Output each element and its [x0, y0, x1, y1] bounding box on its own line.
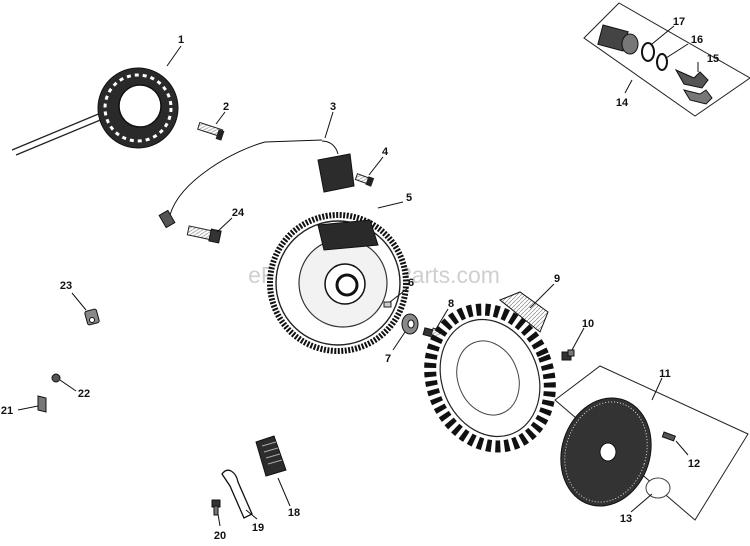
keys: [674, 68, 713, 105]
screw-10: [561, 349, 575, 361]
switch-nut-ring: [641, 42, 655, 62]
callout-6: 6: [408, 277, 414, 289]
cooling-fan: [424, 291, 556, 453]
callout-18: 18: [288, 507, 300, 519]
woodruff-key: [383, 301, 392, 308]
spark-plug: [186, 225, 222, 244]
callout-22: 22: [78, 388, 90, 400]
grass-screen: [560, 397, 652, 507]
screw-4: [354, 173, 375, 187]
stud-bolt: [197, 121, 225, 141]
callout-13: 13: [620, 513, 632, 525]
callout-15: 15: [707, 53, 719, 65]
bracket: [221, 469, 253, 519]
leader-lines: [17, 25, 699, 527]
callout-4: 4: [382, 146, 389, 158]
screen-group-box: [554, 365, 749, 521]
callout-10: 10: [582, 318, 594, 330]
callout-21: 21: [1, 405, 13, 417]
callout-24: 24: [232, 207, 245, 219]
stator: [11, 67, 179, 156]
key-switch: [597, 24, 639, 55]
switch-group-box: [583, 2, 750, 117]
decal: [645, 477, 671, 499]
clip-23: [84, 308, 100, 326]
callout-16: 16: [691, 34, 703, 46]
flywheel: [267, 212, 409, 354]
washer: [401, 313, 419, 335]
switch-nut-ring-2: [656, 53, 668, 71]
callout-11: 11: [659, 368, 671, 380]
callout-23: 23: [60, 280, 72, 292]
rectifier-regulator: [255, 435, 287, 477]
callout-1: 1: [178, 34, 184, 46]
callout-2: 2: [223, 101, 229, 113]
screw-12: [661, 431, 676, 442]
nut-22: [51, 373, 61, 383]
ignition-module: [158, 139, 355, 229]
callout-19: 19: [252, 522, 264, 534]
callout-numbers: 1 2 3 4 5 6 7 8 9 10 11 12 13 14 15 16 1…: [1, 16, 719, 542]
callout-17: 17: [673, 16, 685, 28]
clip-21: [37, 395, 47, 413]
screw-20: [211, 499, 221, 516]
callout-7: 7: [385, 353, 391, 365]
callout-8: 8: [448, 298, 454, 310]
callout-12: 12: [688, 458, 700, 470]
callout-14: 14: [616, 97, 629, 109]
callout-9: 9: [554, 273, 560, 285]
callout-5: 5: [406, 192, 412, 204]
callout-3: 3: [330, 101, 336, 113]
callout-20: 20: [214, 530, 226, 542]
